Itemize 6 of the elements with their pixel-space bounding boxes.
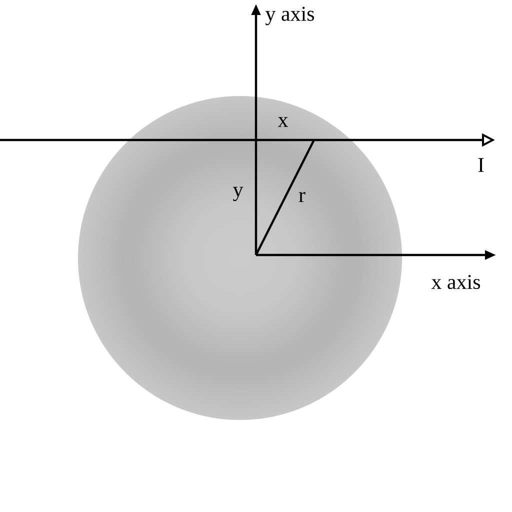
axis-label: y axis <box>265 6 314 26</box>
variable-label: x <box>278 117 288 127</box>
axis-label: x axis <box>431 274 480 290</box>
variable-label: y <box>233 186 244 202</box>
variable-label: r <box>298 192 306 202</box>
beam-label: I <box>478 158 484 172</box>
